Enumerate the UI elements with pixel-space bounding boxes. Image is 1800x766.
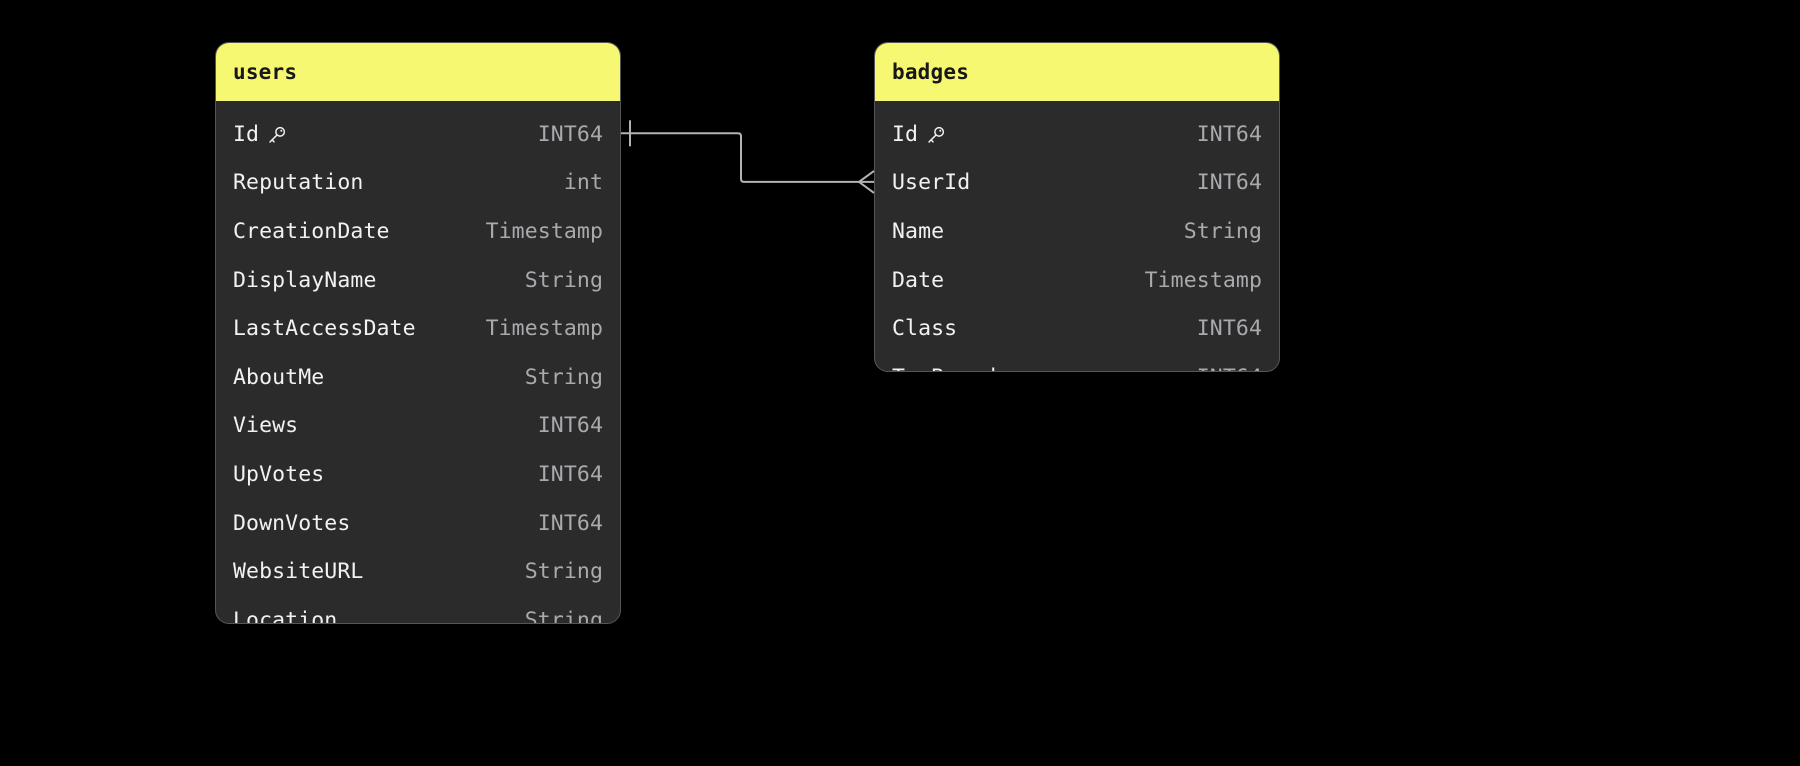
field-type: INT64 (537, 461, 603, 487)
entity-header-users[interactable]: users (216, 43, 620, 101)
key-icon (926, 126, 945, 145)
field-type: INT64 (1196, 316, 1262, 342)
field-type: INT64 (537, 413, 603, 439)
field-type: INT64 (1197, 365, 1262, 371)
field-name-group: DownVotes (233, 511, 350, 536)
field-row[interactable]: WebsiteURL String (216, 547, 620, 596)
key-icon (267, 126, 286, 145)
relationship-line (621, 132, 874, 183)
field-type: int (563, 170, 603, 196)
field-name: Name (892, 218, 945, 244)
field-type: String (1183, 218, 1262, 244)
field-name: Id (233, 121, 260, 147)
field-name-group: UserId (892, 170, 970, 195)
field-name: Date (892, 267, 945, 293)
field-type: Timestamp (485, 316, 603, 342)
field-row[interactable]: Id INT64 (875, 110, 1279, 159)
field-type: String (524, 364, 603, 390)
field-name: WebsiteURL (233, 559, 364, 585)
field-name: AboutMe (233, 364, 325, 390)
field-row[interactable]: UserId INT64 (875, 159, 1279, 208)
field-name-group: Id (233, 122, 286, 147)
field-row[interactable]: CreationDate Timestamp (216, 207, 620, 256)
cardinality-many-marker (857, 170, 875, 194)
field-type: String (524, 559, 603, 585)
field-type: String (524, 267, 603, 293)
field-name-group: DisplayName (233, 268, 377, 293)
field-name: DisplayName (233, 267, 377, 293)
field-row[interactable]: Id INT64 (216, 110, 620, 159)
field-type: String (524, 607, 603, 624)
field-type: INT64 (537, 510, 603, 536)
entity-title-users: users (233, 60, 298, 84)
field-name: UserId (892, 170, 971, 196)
field-name-group: TagBased (892, 365, 996, 371)
field-name-group: Location (233, 607, 338, 624)
field-row[interactable]: LastAccessDate Timestamp (216, 304, 620, 353)
field-row[interactable]: Views INT64 (216, 402, 620, 451)
field-name-group: UpVotes (233, 462, 324, 487)
field-row[interactable]: AboutMe String (216, 353, 620, 402)
field-name-group: CreationDate (233, 219, 390, 244)
field-name-group: Name (892, 219, 944, 244)
field-name-group: AboutMe (233, 365, 324, 390)
field-name-group: Views (233, 413, 298, 438)
field-name: Class (892, 316, 958, 342)
field-name: Reputation (233, 170, 364, 196)
field-name-group: Reputation (233, 170, 363, 195)
field-name: UpVotes (233, 461, 325, 487)
field-row[interactable]: TagBased INT64 (875, 353, 1279, 371)
field-row[interactable]: Date Timestamp (875, 256, 1279, 305)
field-row[interactable]: DisplayName String (216, 256, 620, 305)
field-name-group: WebsiteURL (233, 559, 363, 584)
field-row[interactable]: Reputation int (216, 159, 620, 208)
field-type: INT64 (537, 121, 603, 147)
field-row[interactable]: UpVotes INT64 (216, 450, 620, 499)
field-name-group: Date (892, 268, 944, 293)
field-name-group: Class (892, 316, 957, 341)
field-row[interactable]: Class INT64 (875, 304, 1279, 353)
field-name-group: LastAccessDate (233, 316, 416, 341)
field-row[interactable]: DownVotes INT64 (216, 499, 620, 548)
field-name: DownVotes (233, 510, 351, 536)
field-name: TagBased (892, 365, 996, 371)
field-name-group: Id (892, 122, 945, 147)
field-name: Views (233, 413, 299, 439)
field-name: LastAccessDate (233, 316, 416, 342)
field-row[interactable]: Name String (875, 207, 1279, 256)
field-name: CreationDate (233, 218, 390, 244)
field-type: Timestamp (1144, 267, 1262, 293)
field-type: INT64 (1196, 170, 1262, 196)
field-row[interactable]: Location String (216, 596, 620, 624)
field-name: Id (892, 121, 919, 147)
entity-header-badges[interactable]: badges (875, 43, 1279, 101)
entity-title-badges: badges (892, 60, 970, 84)
field-type: Timestamp (485, 218, 603, 244)
field-name: Location (233, 607, 338, 624)
field-type: INT64 (1196, 121, 1262, 147)
